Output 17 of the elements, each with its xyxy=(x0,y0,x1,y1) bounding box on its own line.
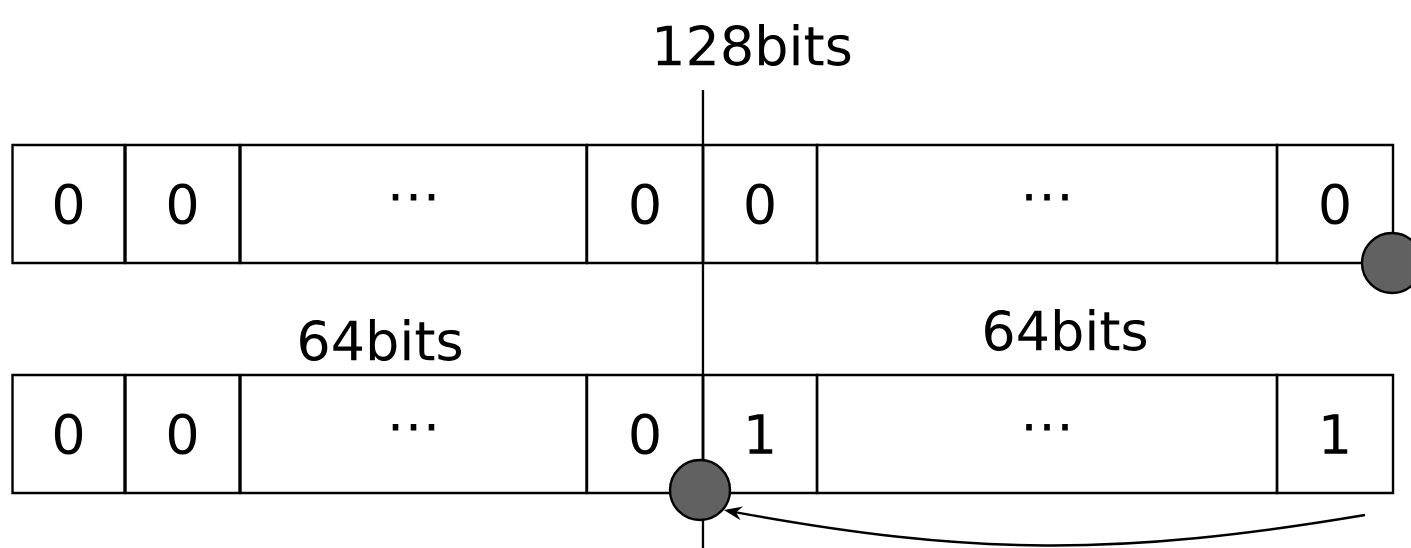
size-label: 64bits xyxy=(300,319,461,361)
bit-cell: ⋯ xyxy=(239,143,588,265)
bit-cell: 0 xyxy=(1275,143,1395,265)
bit-cell: 0 xyxy=(124,373,241,495)
bit-cell: ⋯ xyxy=(815,143,1279,265)
size-label: 128bits xyxy=(657,24,851,66)
bit-cell: 0 xyxy=(701,143,819,265)
marker-dot xyxy=(1360,231,1411,295)
size-label: 64bits xyxy=(985,309,1146,351)
marker-dot xyxy=(668,458,732,522)
bit-cell: 0 xyxy=(585,143,705,265)
bit-cell: ⋯ xyxy=(239,373,588,495)
bit-cell: 0 xyxy=(11,143,126,265)
bit-cell: ⋯ xyxy=(815,373,1279,495)
bit-cell: 0 xyxy=(11,373,126,495)
bit-cell: 1 xyxy=(1275,373,1395,495)
bit-cell: 0 xyxy=(124,143,241,265)
